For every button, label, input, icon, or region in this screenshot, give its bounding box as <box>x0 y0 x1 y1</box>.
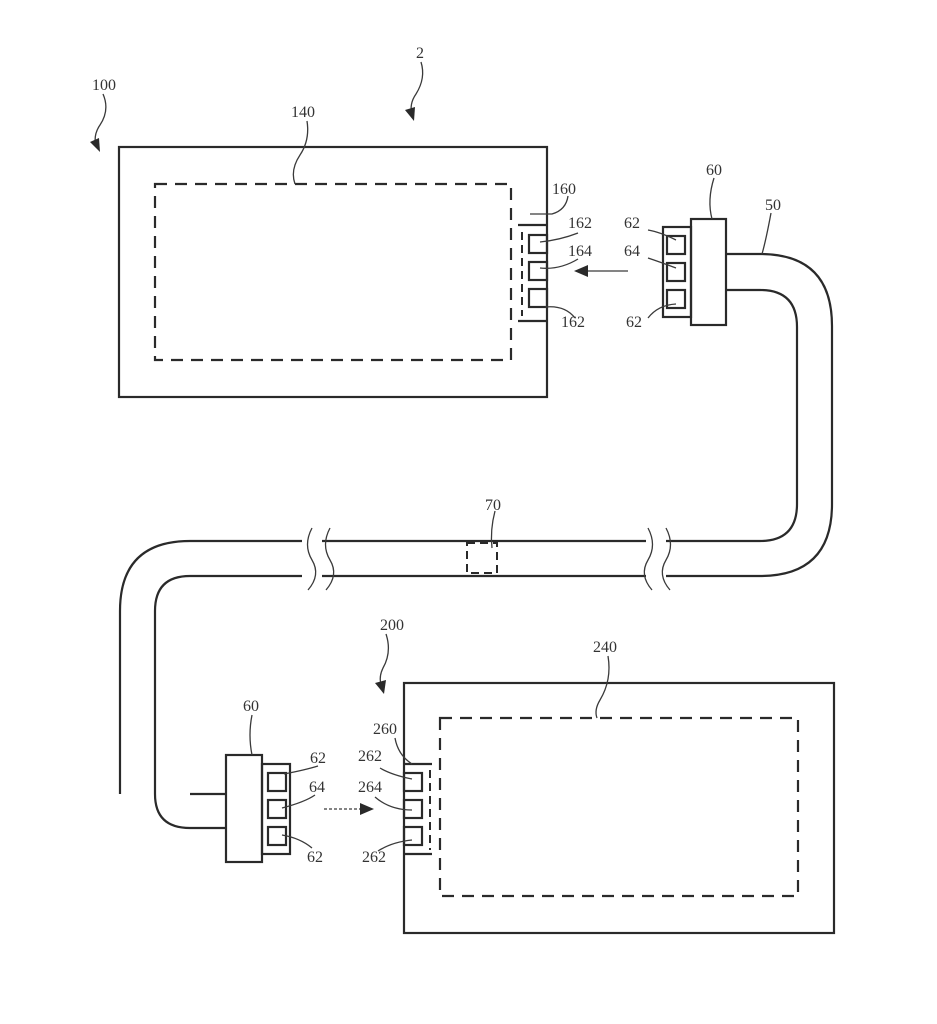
label-connector-bottom: 60 <box>243 698 259 715</box>
cable <box>118 252 834 830</box>
reference-arrow-icon <box>90 138 100 152</box>
device-1 <box>117 145 549 399</box>
label-device-2-pin-top: 262 <box>358 748 382 765</box>
connector-bottom-pin-bot <box>266 825 288 847</box>
label-connector-top-pin-mid: 64 <box>624 243 640 260</box>
connector-bottom-pin-mid <box>266 798 288 820</box>
reference-arrow-icon <box>405 107 415 121</box>
device-2-port-brackets <box>404 762 432 856</box>
label-figure-ref: 2 <box>416 45 424 62</box>
label-connector-top-pin-bot: 62 <box>626 314 642 331</box>
arrow-head-icon <box>360 803 374 815</box>
device-1-port-brackets <box>518 223 548 323</box>
label-device-2-pin-mid: 264 <box>358 779 382 796</box>
label-device-1-port: 160 <box>552 181 576 198</box>
device-2-pin-top <box>402 771 424 793</box>
label-connector-bottom-pin-top: 62 <box>310 750 326 767</box>
label-connector-top-pin-top: 62 <box>624 215 640 232</box>
label-connector-bottom-pin-mid: 64 <box>309 779 325 796</box>
device-1-pin-mid <box>527 260 549 282</box>
device-1-internal-region <box>153 182 513 362</box>
cable-module <box>466 542 498 574</box>
label-device-1-pin-top: 162 <box>568 215 592 232</box>
insertion-arrow-bottom <box>324 803 374 815</box>
arrow-head-icon <box>574 265 588 277</box>
connector-top-pin-mid <box>665 261 687 283</box>
connector-top <box>661 217 728 327</box>
device-1-pin-bot <box>527 287 549 309</box>
label-device-2: 200 <box>380 617 404 634</box>
label-device-2-pin-bot: 262 <box>362 849 386 866</box>
device-2 <box>402 681 836 935</box>
device-2-internal-region <box>438 716 800 898</box>
label-device-2-port: 260 <box>373 721 397 738</box>
device-1-pin-top <box>527 233 549 255</box>
insertion-arrow-top <box>574 265 628 277</box>
label-device-1-pin-bot: 162 <box>561 314 585 331</box>
connector-top-pin-bot <box>665 288 687 310</box>
leader-lines <box>90 61 772 852</box>
connector-bottom-plug <box>260 762 292 856</box>
label-cable: 50 <box>765 197 781 214</box>
label-device-1-pin-mid: 164 <box>568 243 592 260</box>
connector-bottom <box>224 753 292 864</box>
device-1-port <box>518 223 549 323</box>
connector-top-plug <box>661 225 693 319</box>
reference-arrow-icon <box>375 680 386 694</box>
connector-top-body <box>689 217 728 327</box>
label-system: 100 <box>92 77 116 94</box>
label-connector-top: 60 <box>706 162 722 179</box>
label-connector-bottom-pin-bot: 62 <box>307 849 323 866</box>
device-2-pin-mid <box>402 798 424 820</box>
connector-bottom-pin-top <box>266 771 288 793</box>
reference-labels: 100 2 140 160 162 164 162 60 50 62 64 62… <box>92 45 781 866</box>
label-device-2-region: 240 <box>593 639 617 656</box>
label-device-1-region: 140 <box>291 104 315 121</box>
cable-break-right <box>643 527 672 591</box>
label-cable-module: 70 <box>485 497 501 514</box>
cable-break-left <box>306 527 335 591</box>
device-2-pin-bot <box>402 825 424 847</box>
connector-top-pin-top <box>665 234 687 256</box>
connector-bottom-body <box>224 753 264 864</box>
